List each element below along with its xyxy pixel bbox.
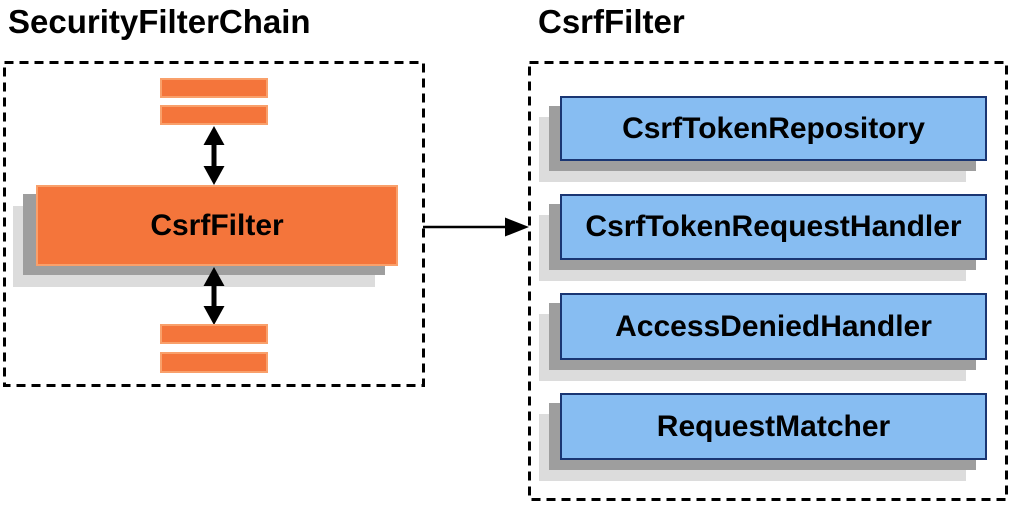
bidirectional-arrow-icon <box>203 126 225 185</box>
component-label: CsrfTokenRepository <box>622 111 925 145</box>
filter-placeholder-bar <box>160 352 268 373</box>
component-label: CsrfTokenRequestHandler <box>585 210 962 243</box>
csrf-filter-node: CsrfFilter <box>36 185 398 266</box>
component-csrf-token-repository: CsrfTokenRepository <box>560 96 987 161</box>
component-request-matcher: RequestMatcher <box>560 393 987 460</box>
csrf-filter-node-label: CsrfFilter <box>150 208 284 242</box>
component-label: RequestMatcher <box>656 409 891 443</box>
filter-placeholder-bar <box>160 78 268 98</box>
component-access-denied-handler: AccessDeniedHandler <box>560 293 987 360</box>
csrf-filter-title: CsrfFilter <box>538 3 685 40</box>
security-filter-chain-title: SecurityFilterChain <box>8 3 311 40</box>
connector-arrow-icon <box>423 217 529 237</box>
bidirectional-arrow-icon <box>203 267 225 325</box>
security-filter-chain-container: CsrfFilter <box>3 61 425 387</box>
component-csrf-token-request-handler: CsrfTokenRequestHandler <box>560 194 987 260</box>
csrf-filter-components-container: CsrfTokenRepository CsrfTokenRequestHand… <box>528 61 1008 501</box>
filter-placeholder-bar <box>160 324 268 344</box>
filter-placeholder-bar <box>160 105 268 125</box>
component-label: AccessDeniedHandler <box>615 309 932 343</box>
